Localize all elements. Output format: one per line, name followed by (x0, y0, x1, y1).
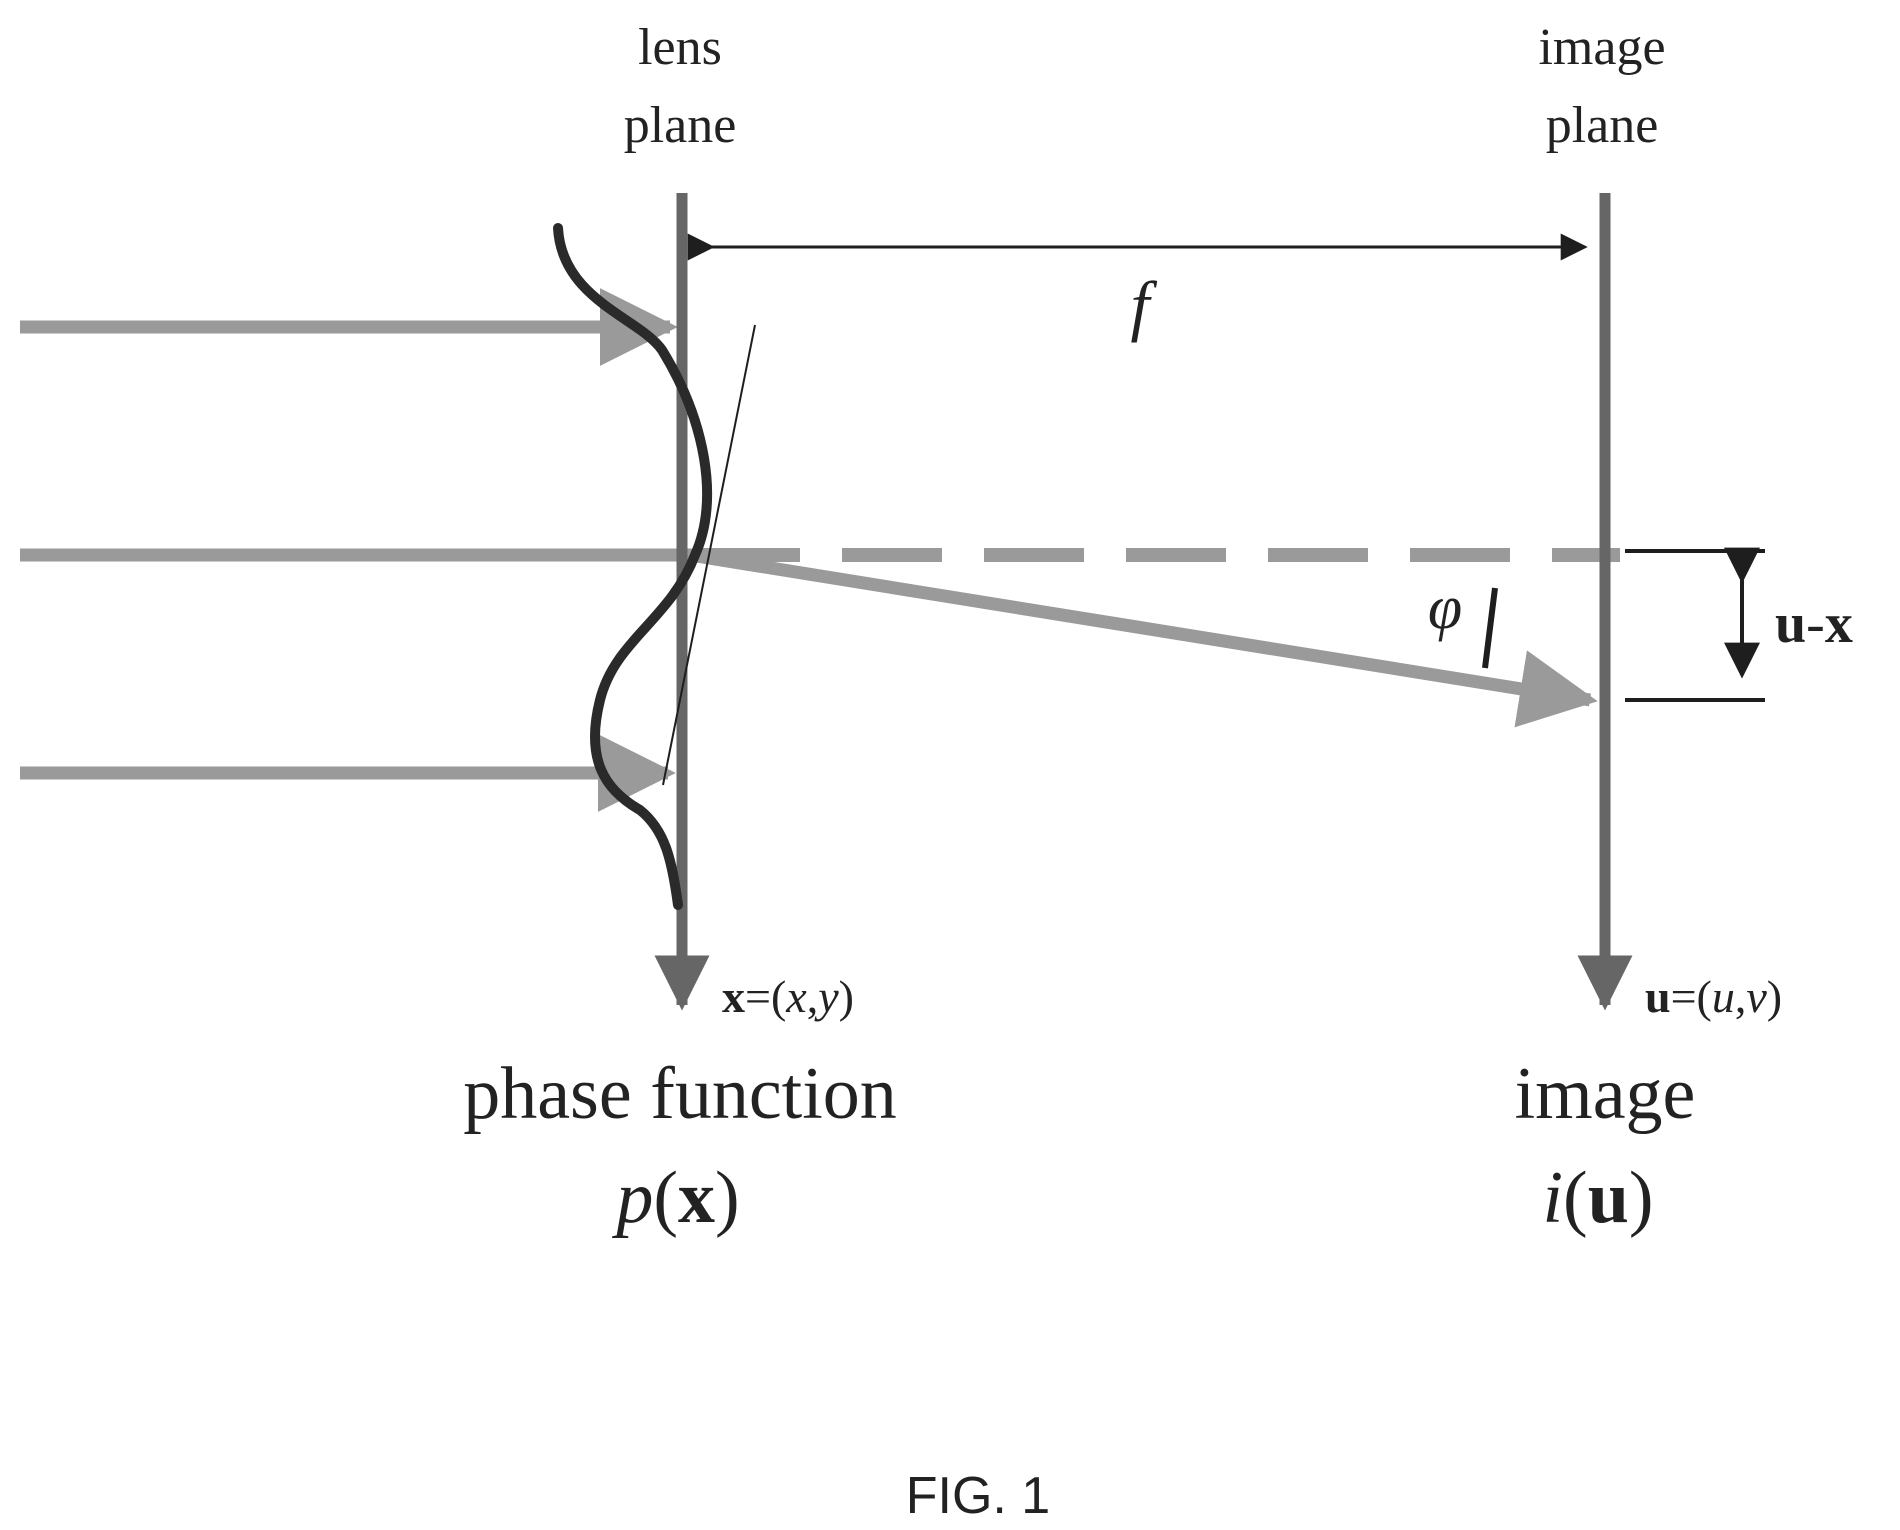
image-label: image (1515, 1053, 1696, 1135)
phase-function-formula: p(x) (611, 1157, 739, 1239)
figure-caption: FIG. 1 (906, 1467, 1050, 1525)
image-coordinate-label: u=(u,v) (1645, 971, 1782, 1022)
image-plane-label-line2: plane (1546, 97, 1659, 154)
angle-phi-label: φ (1428, 574, 1462, 642)
lens-plane-label-line1: lens (638, 19, 722, 76)
offset-u-minus-x-label: u-x (1775, 593, 1853, 655)
angle-indicator-line (1485, 588, 1495, 668)
image-plane-label-line1: image (1538, 19, 1665, 76)
focal-length-label: f (1131, 267, 1158, 343)
lens-plane-label-line2: plane (624, 97, 737, 154)
lens-coordinate-label: x=(x,y) (722, 971, 854, 1022)
image-formula: i(u) (1542, 1157, 1653, 1239)
phase-function-label: phase function (463, 1053, 897, 1135)
